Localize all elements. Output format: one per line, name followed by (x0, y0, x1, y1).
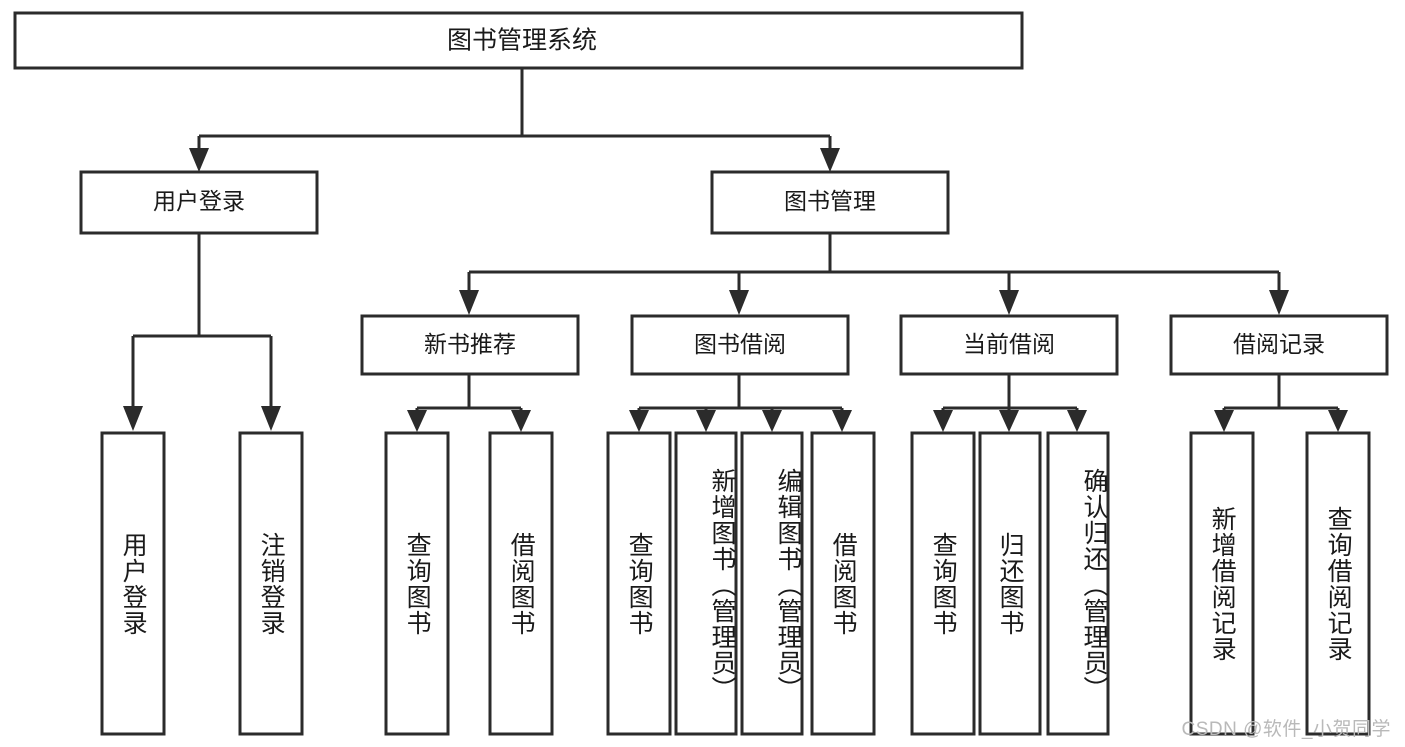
connectors-borrow-record-to-leaves (1214, 375, 1348, 432)
node-borrow-record-label: 借阅记录 (1233, 331, 1325, 357)
node-leaf-logout[interactable] (238, 431, 304, 736)
node-leaf-bb-add-book[interactable] (674, 431, 738, 736)
node-root-book-management-system[interactable] (13, 11, 1024, 70)
node-leaf-br-query-record[interactable] (1305, 431, 1371, 736)
watermark-csdn: CSDN @软件_小贺同学 (1181, 719, 1391, 740)
arrowhead-nbr-borrow-book (511, 410, 531, 432)
connectors-book-mgmt-to-level3 (459, 233, 1289, 315)
arrowhead-new-book-recommend (459, 290, 479, 315)
arrowhead-br-add-record (1214, 410, 1234, 432)
arrowhead-bb-add-book (696, 410, 716, 432)
arrowhead-bb-edit-book (762, 410, 782, 432)
node-leaf-nbr-query-book[interactable] (384, 431, 450, 736)
node-current-borrow-label: 当前借阅 (963, 331, 1055, 357)
node-new-book-recommend-label: 新书推荐 (424, 331, 516, 357)
node-leaf-bb-query-book[interactable] (606, 431, 672, 736)
arrowhead-user-login (189, 148, 209, 172)
arrowhead-cb-return-book (999, 410, 1019, 432)
node-leaf-cb-return-book[interactable] (978, 431, 1042, 736)
connectors-user-login-to-leaves (123, 233, 281, 431)
node-book-borrow[interactable] (630, 314, 850, 376)
arrowhead-current-borrow (999, 290, 1019, 315)
node-leaf-nbr-borrow-book[interactable] (488, 431, 554, 736)
arrowhead-borrow-record (1269, 290, 1289, 315)
node-new-book-recommend[interactable] (360, 314, 580, 376)
arrowhead-book-mgmt (820, 148, 840, 172)
connectors-book-borrow-to-leaves (629, 375, 852, 432)
node-leaf-cb-query-book[interactable] (910, 431, 976, 736)
node-leaf-bb-borrow-book[interactable] (810, 431, 876, 736)
node-user-login[interactable] (79, 170, 319, 235)
node-leaf-bb-edit-book[interactable] (740, 431, 804, 736)
arrowhead-bb-borrow-book (832, 410, 852, 432)
arrowhead-leaf-user-login (123, 406, 143, 431)
arrowhead-book-borrow (729, 290, 749, 315)
arrowhead-cb-query-book (933, 410, 953, 432)
arrowhead-br-query-record (1328, 410, 1348, 432)
node-leaf-user-login[interactable] (100, 431, 166, 736)
connectors-root-to-level2 (189, 68, 840, 172)
node-borrow-record[interactable] (1169, 314, 1389, 376)
node-root-label: 图书管理系统 (447, 27, 597, 55)
node-current-borrow[interactable] (899, 314, 1119, 376)
arrowhead-leaf-logout (261, 406, 281, 431)
node-book-borrow-label: 图书借阅 (694, 331, 786, 357)
node-user-login-label: 用户登录 (153, 188, 245, 214)
connectors-current-borrow-to-leaves (933, 375, 1087, 432)
connectors-new-book-recommend-to-leaves (407, 375, 531, 432)
node-leaf-cb-confirm-return[interactable] (1046, 431, 1110, 736)
node-book-management[interactable] (710, 170, 950, 235)
arrowhead-cb-confirm-return (1067, 410, 1087, 432)
arrowhead-nbr-query-book (407, 410, 427, 432)
node-leaf-br-add-record[interactable] (1189, 431, 1255, 736)
arrowhead-bb-query-book (629, 410, 649, 432)
node-book-management-label: 图书管理 (784, 188, 876, 214)
